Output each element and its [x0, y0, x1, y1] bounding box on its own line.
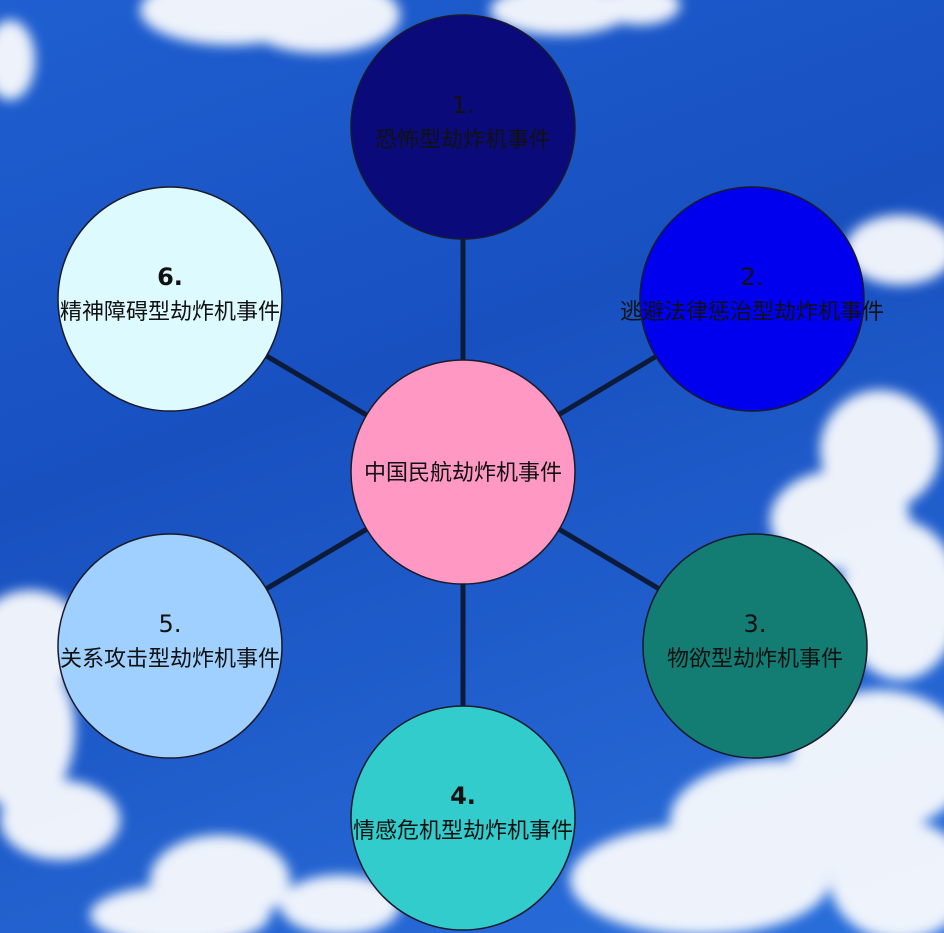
node-2: 2. 逃避法律惩治型劫炸机事件: [620, 186, 884, 412]
node-number-5: 5.: [159, 610, 182, 638]
node-label-2: 逃避法律惩治型劫炸机事件: [620, 300, 884, 325]
node-label-4: 情感危机型劫炸机事件: [353, 819, 573, 844]
node-number-6: 6.: [157, 263, 183, 291]
node-4: 4. 情感危机型劫炸机事件: [350, 705, 576, 931]
connector-5: [265, 527, 368, 591]
node-label-5: 关系攻击型劫炸机事件: [60, 647, 280, 672]
node-number-1: 1.: [452, 91, 475, 119]
node-label-3: 物欲型劫炸机事件: [667, 647, 843, 672]
node-3: 3. 物欲型劫炸机事件: [642, 533, 868, 759]
node-circle-1: [350, 14, 576, 240]
node-number-3: 3.: [744, 610, 767, 638]
node-circle-3: [642, 533, 868, 759]
connector-3: [557, 527, 661, 591]
node-circle-5: [57, 533, 283, 759]
node-circle-2: [639, 186, 865, 412]
node-circle-4: [350, 705, 576, 931]
node-number-2: 2.: [741, 263, 764, 291]
node-number-4: 4.: [450, 782, 476, 810]
node-label-1: 恐怖型劫炸机事件: [375, 128, 551, 153]
center-label: 中国民航劫炸机事件: [364, 461, 562, 486]
node-label-6: 精神障碍型劫炸机事件: [60, 300, 280, 325]
connector-6: [265, 353, 368, 418]
center-node: 中国民航劫炸机事件: [350, 359, 576, 585]
node-5: 5. 关系攻击型劫炸机事件: [57, 533, 283, 759]
connector-2: [557, 354, 658, 417]
center-circle: [350, 359, 576, 585]
node-1: 1. 恐怖型劫炸机事件: [350, 14, 576, 240]
node-6: 6. 精神障碍型劫炸机事件: [57, 186, 283, 412]
node-circle-6: [57, 186, 283, 412]
